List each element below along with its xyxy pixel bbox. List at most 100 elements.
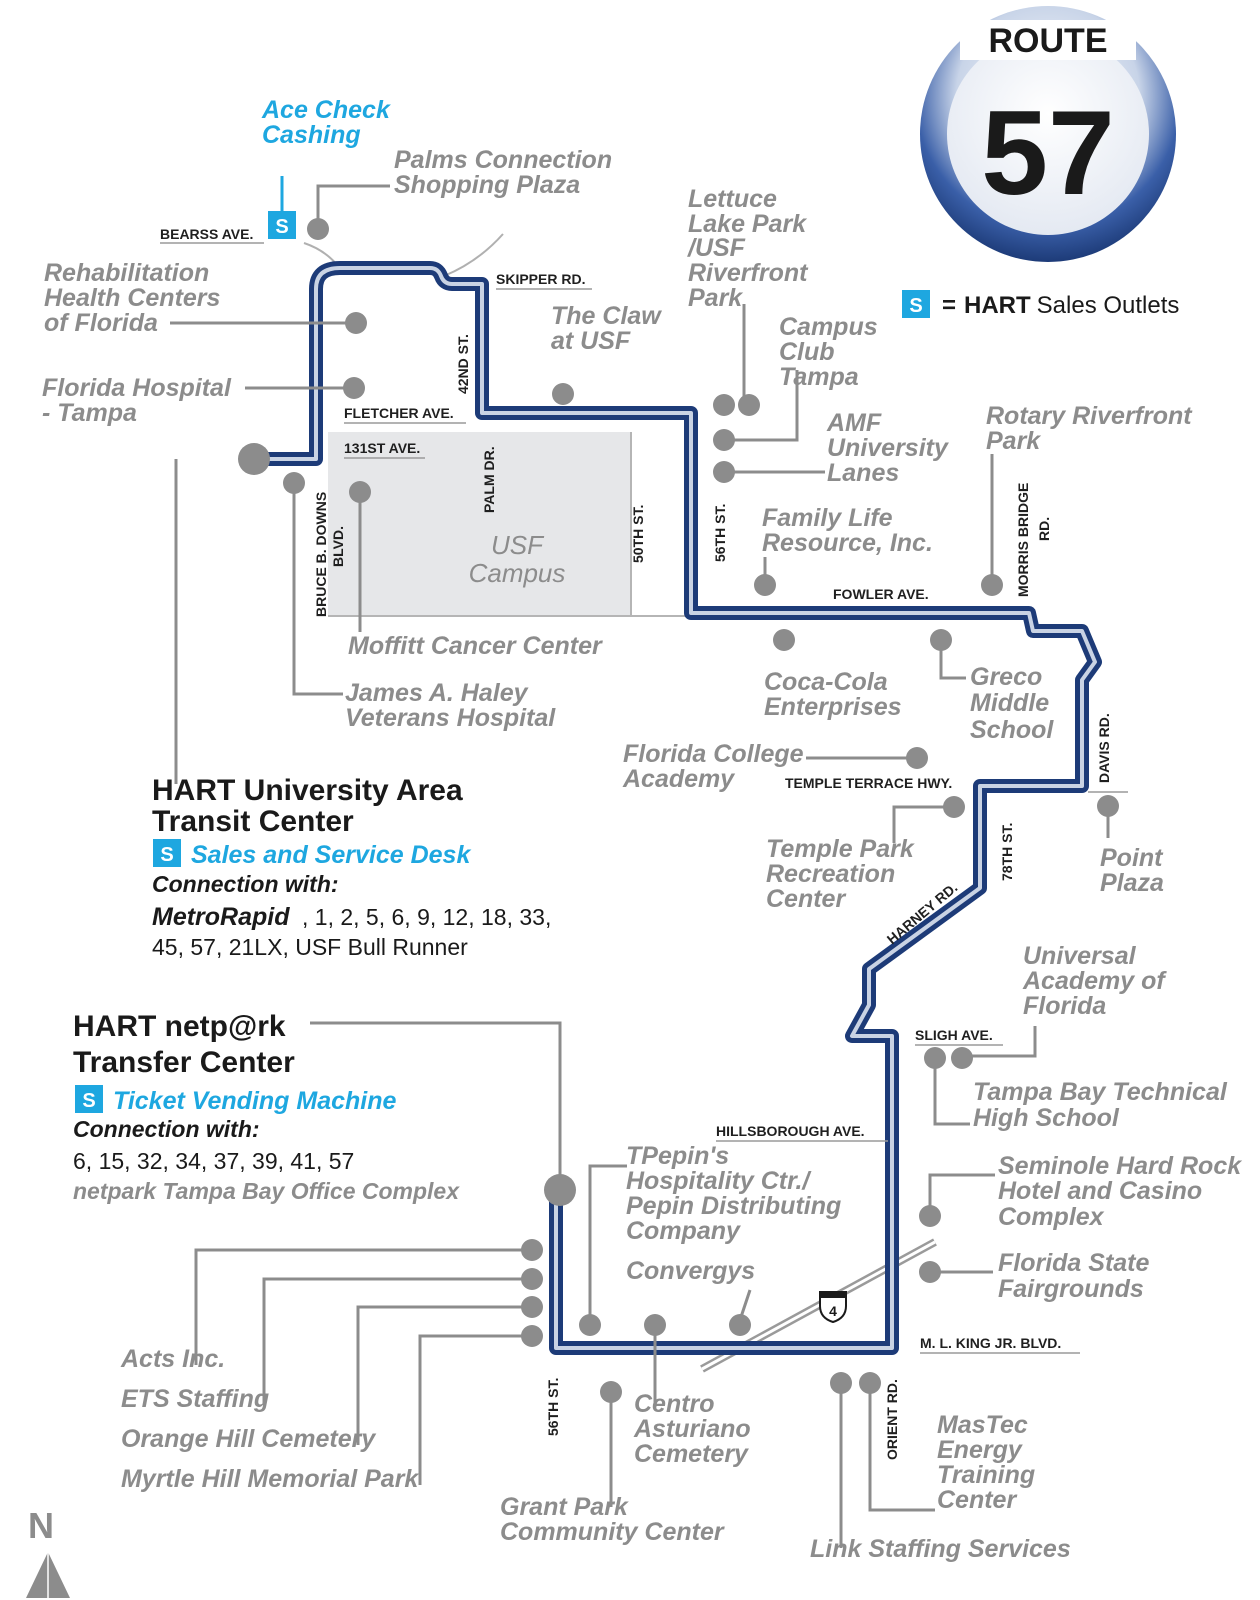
stop-point-plaza: [1097, 795, 1119, 817]
stop-claw: [552, 383, 574, 405]
stop-greco: [930, 629, 952, 651]
stop-fca: [906, 747, 928, 769]
label-palms-1: Palms Connection: [394, 146, 612, 174]
netpark-routes: 6, 15, 32, 34, 37, 39, 41, 57: [73, 1148, 354, 1174]
label-family-1: Family Life: [762, 504, 893, 532]
label-claw-2: at USF: [551, 327, 631, 355]
label-centro-1: Centro: [634, 1390, 715, 1418]
stop-fairgrounds: [919, 1261, 941, 1283]
label-lettuce-3: /USF: [687, 234, 746, 262]
north-label: N: [28, 1505, 54, 1546]
stop-orange-hill: [521, 1296, 543, 1318]
north-arrow: N: [26, 1505, 70, 1598]
stop-palms: [307, 218, 329, 240]
stop-netpark: [544, 1174, 576, 1206]
label-tbt-1: Tampa Bay Technical: [973, 1078, 1228, 1106]
stop-haley: [283, 472, 305, 494]
stop-family-life: [754, 574, 776, 596]
stop-ets: [521, 1268, 543, 1290]
uatc-metrorapid: MetroRapid: [152, 903, 290, 931]
label-greco-3: School: [970, 716, 1054, 744]
stop-tampa-bay-tech: [924, 1047, 946, 1069]
label-centro-2: Asturiano: [633, 1415, 751, 1443]
street-mlk: M. L. KING JR. BLVD.: [920, 1335, 1061, 1351]
stop-florida-hospital: [343, 377, 365, 399]
label-ace-1: Ace Check: [261, 96, 391, 124]
stop-mastec: [859, 1372, 881, 1394]
label-lettuce-5: Park: [688, 284, 743, 312]
street-bruce-downs-1: BRUCE B. DOWNS: [313, 492, 329, 617]
uatc-badge: S: [160, 844, 173, 866]
route-badge-inner: [947, 33, 1149, 235]
label-temple-park-3: Center: [766, 885, 846, 913]
label-point-1: Point: [1100, 844, 1164, 872]
place-labels: Ace Check Cashing Palms Connection Shopp…: [42, 96, 1242, 1563]
label-rehab-2: Health Centers: [44, 284, 221, 312]
uatc-routes-2: 45, 57, 21LX, USF Bull Runner: [152, 934, 468, 960]
legend-badge: S: [909, 295, 922, 317]
stop-campus-club: [713, 394, 735, 416]
label-fair-1: Florida State: [998, 1249, 1150, 1277]
label-seminole-2: Hotel and Casino: [998, 1177, 1202, 1205]
netpark-machine: Ticket Vending Machine: [113, 1087, 396, 1115]
netpark-badge: S: [82, 1090, 95, 1112]
street-sligh: SLIGH AVE.: [915, 1027, 993, 1043]
uatc-desk: Sales and Service Desk: [191, 841, 471, 869]
sales-outlet-badge-bearss: S: [268, 176, 296, 239]
stop-convergys: [729, 1314, 751, 1336]
label-florida-hospital-2: - Tampa: [42, 399, 137, 427]
label-campus-club-3: Tampa: [779, 363, 859, 391]
label-florida-hospital-1: Florida Hospital: [42, 374, 232, 402]
label-pepin-3: Pepin Distributing: [626, 1192, 841, 1220]
uatc-title-2: Transit Center: [152, 805, 354, 838]
route-word: ROUTE: [989, 22, 1108, 60]
label-mastec-3: Training: [937, 1461, 1035, 1489]
label-point-2: Plaza: [1100, 869, 1164, 897]
stop-uatc: [238, 443, 270, 475]
label-rehab-3: of Florida: [44, 309, 158, 337]
stop-myrtle-hill: [521, 1325, 543, 1347]
netpark-title-2: Transfer Center: [73, 1046, 295, 1079]
label-cocacola-1: Coca-Cola: [764, 668, 888, 696]
label-mastec-1: MasTec: [937, 1411, 1028, 1439]
label-rotary-1: Rotary Riverfront: [986, 402, 1193, 430]
skipper-rd-line: [443, 233, 504, 277]
netpark-info-block: HART netp@rk Transfer Center S Ticket Ve…: [73, 1010, 460, 1204]
label-moffitt: Moffitt Cancer Center: [348, 632, 603, 660]
stop-amf-2: [713, 461, 735, 483]
label-fca-2: Academy: [622, 765, 735, 793]
uatc-title-1: HART University Area: [152, 774, 463, 807]
label-amf-3: Lanes: [827, 459, 899, 487]
stop-link-staffing: [830, 1372, 852, 1394]
campus-label-2: Campus: [469, 558, 566, 588]
label-seminole-3: Complex: [998, 1203, 1105, 1231]
uatc-routes-1: , 1, 2, 5, 6, 9, 12, 18, 33,: [302, 904, 551, 930]
street-42nd: 42ND ST.: [455, 334, 471, 394]
label-amf-2: University: [827, 434, 949, 462]
street-fowler: FOWLER AVE.: [833, 586, 929, 602]
legend-badge-box: [902, 290, 930, 318]
stop-rotary: [981, 574, 1003, 596]
street-davis: DAVIS RD.: [1096, 713, 1112, 783]
label-centro-3: Cemetery: [634, 1440, 749, 1468]
label-pepin-2: Hospitality Ctr./: [626, 1167, 812, 1195]
label-fca-1: Florida College: [623, 740, 804, 768]
label-link: Link Staffing Services: [810, 1535, 1071, 1563]
street-orient: ORIENT RD.: [884, 1379, 900, 1460]
label-ace-2: Cashing: [262, 121, 361, 149]
label-convergys: Convergys: [626, 1257, 755, 1285]
street-131st: 131ST AVE.: [344, 440, 420, 456]
usf-campus-area: [328, 432, 631, 616]
stop-rehab: [345, 312, 367, 334]
label-acts: Acts Inc.: [120, 1345, 225, 1373]
street-bruce-downs-2: BLVD.: [330, 526, 346, 567]
legend-equals: =: [942, 292, 956, 319]
label-temple-park-2: Recreation: [766, 860, 895, 888]
label-rotary-2: Park: [986, 427, 1041, 455]
label-amf-1: AMF: [826, 409, 882, 437]
street-56th-south: 56TH ST.: [545, 1378, 561, 1436]
stop-acts: [521, 1239, 543, 1261]
street-palm: PALM DR.: [481, 446, 497, 513]
label-lettuce-4: Riverfront: [688, 259, 809, 287]
